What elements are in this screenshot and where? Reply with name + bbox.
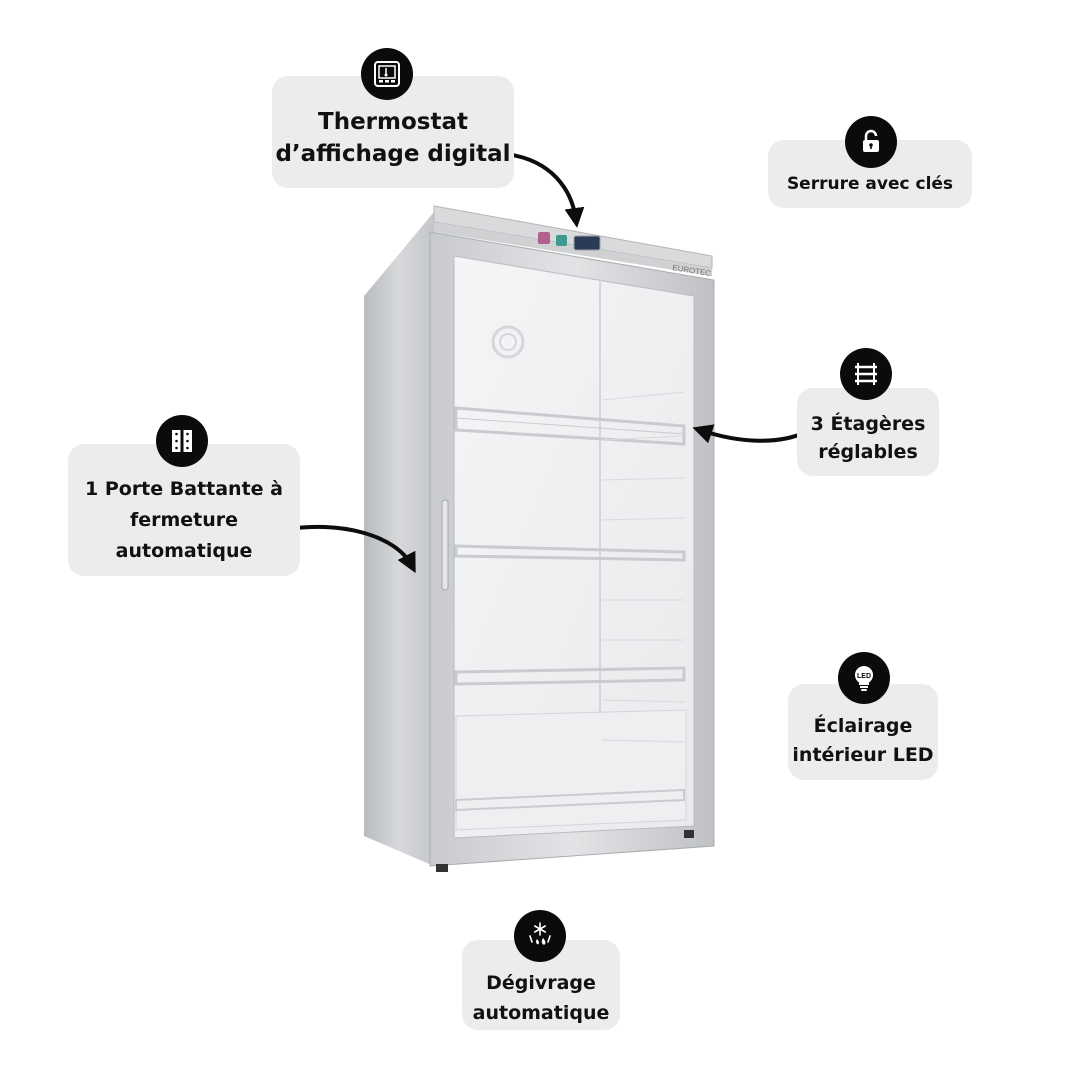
shelves-line2: réglables <box>818 441 918 463</box>
door-handle <box>441 499 449 591</box>
shelves-icon <box>840 348 892 400</box>
thermostat-line1: Thermostat <box>318 109 468 135</box>
light-switch <box>556 235 567 246</box>
power-switch <box>538 232 550 244</box>
shelves-line1: 3 Étagères <box>810 413 926 435</box>
door-line3: automatique <box>115 540 253 562</box>
led-line1: Éclairage <box>813 715 913 737</box>
fridge-foot-right <box>684 830 694 838</box>
digital-display <box>573 235 601 251</box>
fridge-side-panel <box>364 212 434 866</box>
led-line2: intérieur LED <box>792 744 934 766</box>
door-hinge-icon <box>156 415 208 467</box>
thermostat-line2: d’affichage digital <box>275 141 511 167</box>
defrost-line1: Dégivrage <box>486 972 596 994</box>
led-icon-text: LED <box>857 673 871 680</box>
callout-door: 1 Porte Battante à fermeture automatique <box>68 444 300 576</box>
callout-shelves: 3 Étagères réglables <box>797 388 939 476</box>
fridge-interior <box>455 280 687 831</box>
door-line2: fermeture <box>129 509 239 531</box>
shelf-rails <box>601 391 685 743</box>
defrost-snowflake-icon <box>514 910 566 962</box>
digital-thermostat-icon <box>361 48 413 100</box>
defrost-line2: automatique <box>472 1002 610 1024</box>
callout-defrost: Dégivrage automatique <box>462 940 620 1030</box>
fridge-foot-left <box>436 864 448 872</box>
door-glass <box>453 255 695 839</box>
control-panel <box>434 222 712 276</box>
padlock-icon <box>845 116 897 168</box>
door-line1: 1 Porte Battante à <box>85 478 283 500</box>
lock-line1: Serrure avec clés <box>786 174 954 194</box>
fridge-shelves <box>454 406 686 812</box>
led-bulb-icon: LED <box>838 652 890 704</box>
